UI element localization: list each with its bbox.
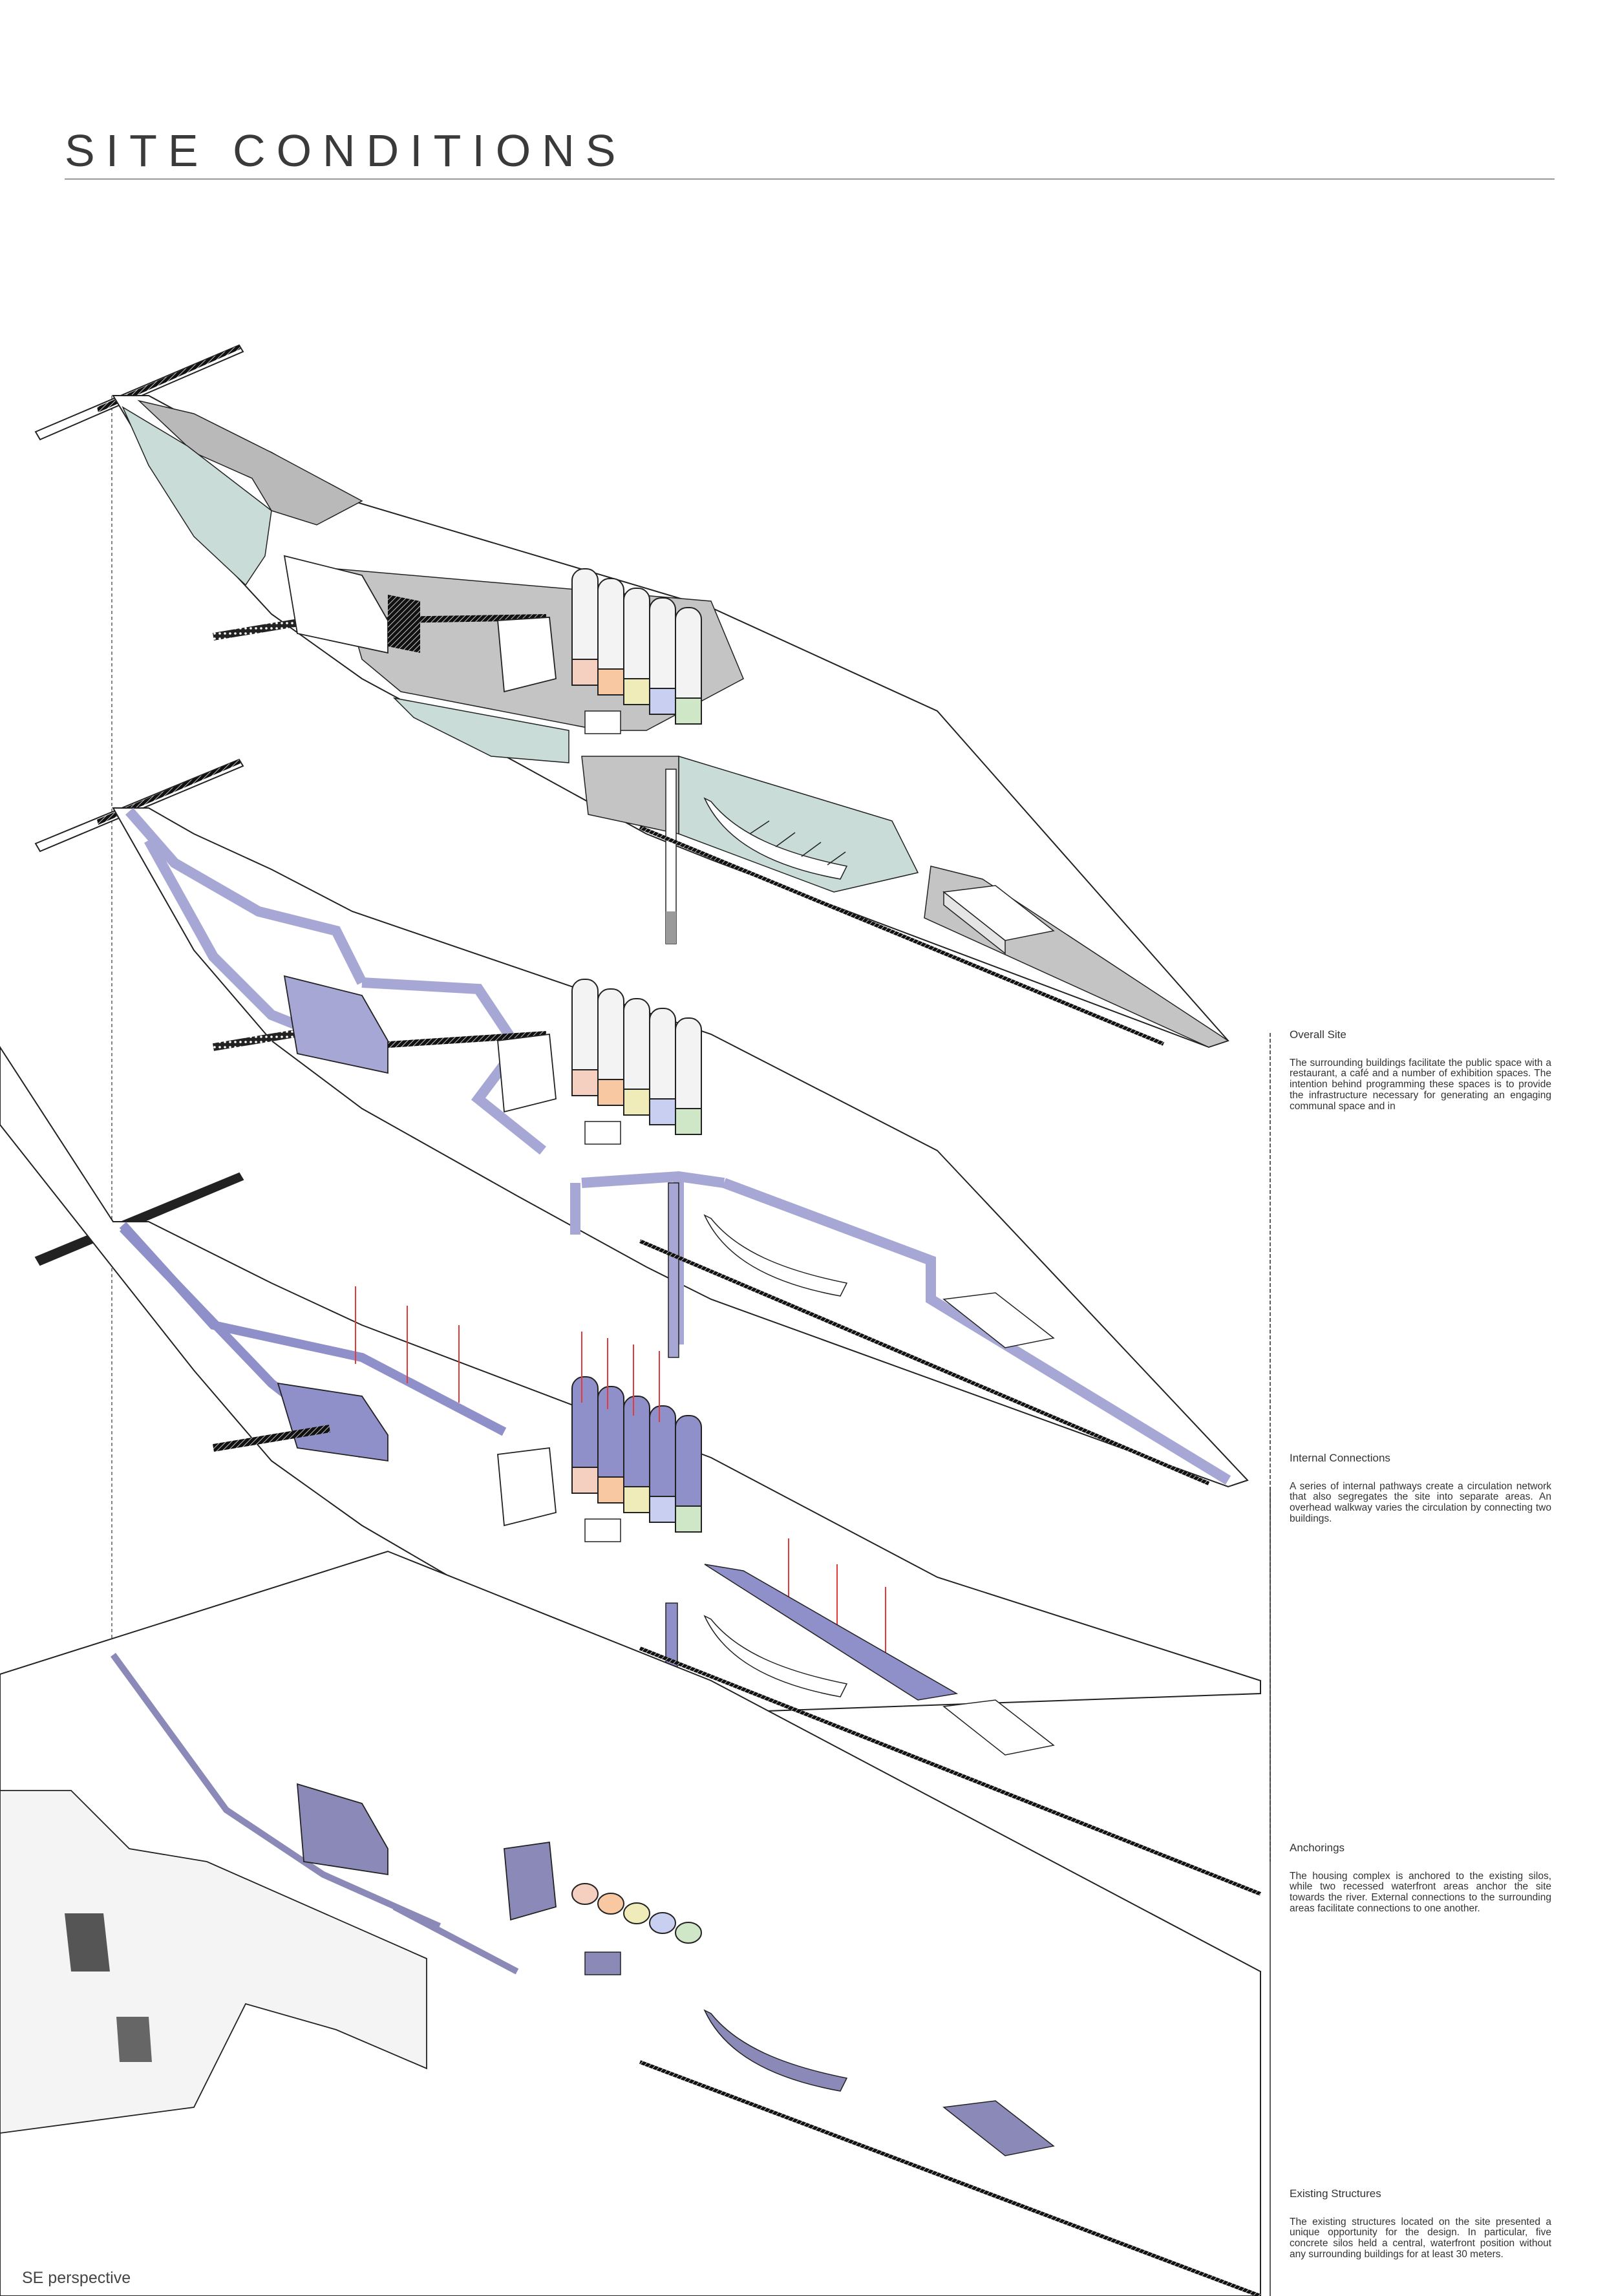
- green-park-upper: [122, 406, 272, 586]
- note-body: The surrounding buildings facilitate the…: [1290, 1057, 1551, 1112]
- path-north: [125, 807, 367, 985]
- bridge-deck-3: [34, 1172, 244, 1266]
- site-ground-3: [0, 1046, 1261, 1714]
- existing-machinery: [504, 1841, 557, 1921]
- silo-3-base-5: [675, 1505, 702, 1533]
- waterfront-edge-2: [639, 1239, 1210, 1485]
- note-heading: Overall Site: [1290, 1028, 1346, 1041]
- silo-2-base-2: [597, 1079, 624, 1106]
- waterfront-edge: [639, 825, 1165, 1046]
- silo-2-base-5: [675, 1108, 702, 1135]
- small-box-2: [584, 1121, 621, 1145]
- silo-2-base-3: [623, 1089, 650, 1116]
- layer-existing-structures: [0, 1550, 1262, 2296]
- note-existing-structures: Existing Structures The existing structu…: [1290, 2187, 1551, 2260]
- river-wall-1: [392, 1904, 519, 1975]
- silo-3-base-2: [597, 1476, 624, 1504]
- silo-2-base-4: [649, 1098, 676, 1125]
- warehouse-2: [942, 1292, 1055, 1348]
- silo-4-5: [675, 1922, 702, 1944]
- silo-3-base-1: [571, 1467, 599, 1494]
- note-heading: Existing Structures: [1290, 2187, 1381, 2200]
- note-body: The housing complex is anchored to the e…: [1290, 1870, 1551, 1914]
- note-heading: Anchorings: [1290, 1842, 1345, 1854]
- anchor-lines: [355, 1286, 886, 1658]
- silo-2-base-1: [571, 1069, 599, 1096]
- existing-walkway: [110, 1653, 441, 1929]
- ship-hull-3: [703, 1615, 848, 1697]
- warehouse-side: [943, 891, 1006, 955]
- view-caption: SE perspective: [22, 2269, 131, 2287]
- note-anchorings: Anchorings The housing complex is anchor…: [1290, 1842, 1551, 1915]
- path-cross: [581, 1171, 725, 1188]
- ship-ribs: [749, 820, 846, 866]
- north-plaza: [137, 399, 363, 526]
- silos-layer-1: [571, 568, 702, 725]
- existing-building: [296, 1783, 388, 1876]
- path-promenade: [722, 1178, 1231, 1485]
- silo-base-2: [597, 668, 624, 696]
- recessed-waterfront-1: [704, 1564, 959, 1701]
- ship-hull-2: [703, 1214, 848, 1297]
- title-rule: [65, 178, 1555, 180]
- warehouse-4: [942, 2100, 1055, 2156]
- silo-4-2: [597, 1893, 624, 1915]
- machinery-block: [497, 617, 557, 693]
- silo-4-4: [649, 1912, 676, 1934]
- small-box-3: [584, 1518, 621, 1542]
- green-park-lower-left: [392, 697, 569, 763]
- city-ground: [0, 1550, 1261, 2296]
- note-heading: Internal Connections: [1290, 1452, 1390, 1464]
- small-box-4: [584, 1951, 621, 1975]
- small-box: [584, 710, 621, 734]
- silo-base-3: [623, 678, 650, 705]
- note-internal-connections: Internal Connections A series of interna…: [1290, 1452, 1551, 1525]
- silos-layer-4: [571, 1883, 702, 1944]
- layer-overall-site: [34, 344, 1229, 1048]
- leader-lines: [111, 396, 1271, 2296]
- machinery-block-3: [497, 1447, 557, 1527]
- river-wall-2: [639, 2060, 1262, 2296]
- waterfront-edge-3: [639, 1646, 1262, 1896]
- note-body: The existing structures located on the s…: [1290, 2216, 1551, 2260]
- silos-layer-2: [571, 979, 702, 1135]
- silo-4-3: [623, 1902, 650, 1924]
- ship-hull: [703, 797, 848, 880]
- note-body: A series of internal pathways create a c…: [1290, 1480, 1551, 1524]
- courtyard-1: [65, 1913, 110, 1972]
- silos-layer-3: [571, 1376, 702, 1533]
- layer-internal-connections: [34, 758, 1249, 1488]
- silo-4-1: [571, 1883, 599, 1905]
- ship-hull-4: [703, 2009, 848, 2092]
- silo-3-base-3: [623, 1486, 650, 1513]
- silo-3-base-4: [649, 1496, 676, 1523]
- sheet-title: SITE CONDITIONS: [65, 125, 627, 176]
- industrial-tower: [388, 595, 420, 653]
- industrial-building-2: [283, 975, 388, 1074]
- silo-base-4: [649, 688, 676, 715]
- pier-plaza: [581, 756, 679, 834]
- machinery-block-2: [497, 1033, 557, 1113]
- courtyard-2: [116, 2017, 152, 2062]
- surrounding-buildings: [0, 1790, 427, 2134]
- layer-anchorings: [0, 1046, 1262, 1896]
- note-overall-site: Overall Site The surrounding buildings f…: [1290, 1028, 1551, 1112]
- silo-base-1: [571, 659, 599, 686]
- pier-end: [666, 911, 676, 944]
- pier-2: [668, 1182, 679, 1358]
- conveyor-truss-left-3: [213, 1425, 330, 1452]
- warehouse-3: [942, 1699, 1055, 1756]
- silo-base-5: [675, 697, 702, 725]
